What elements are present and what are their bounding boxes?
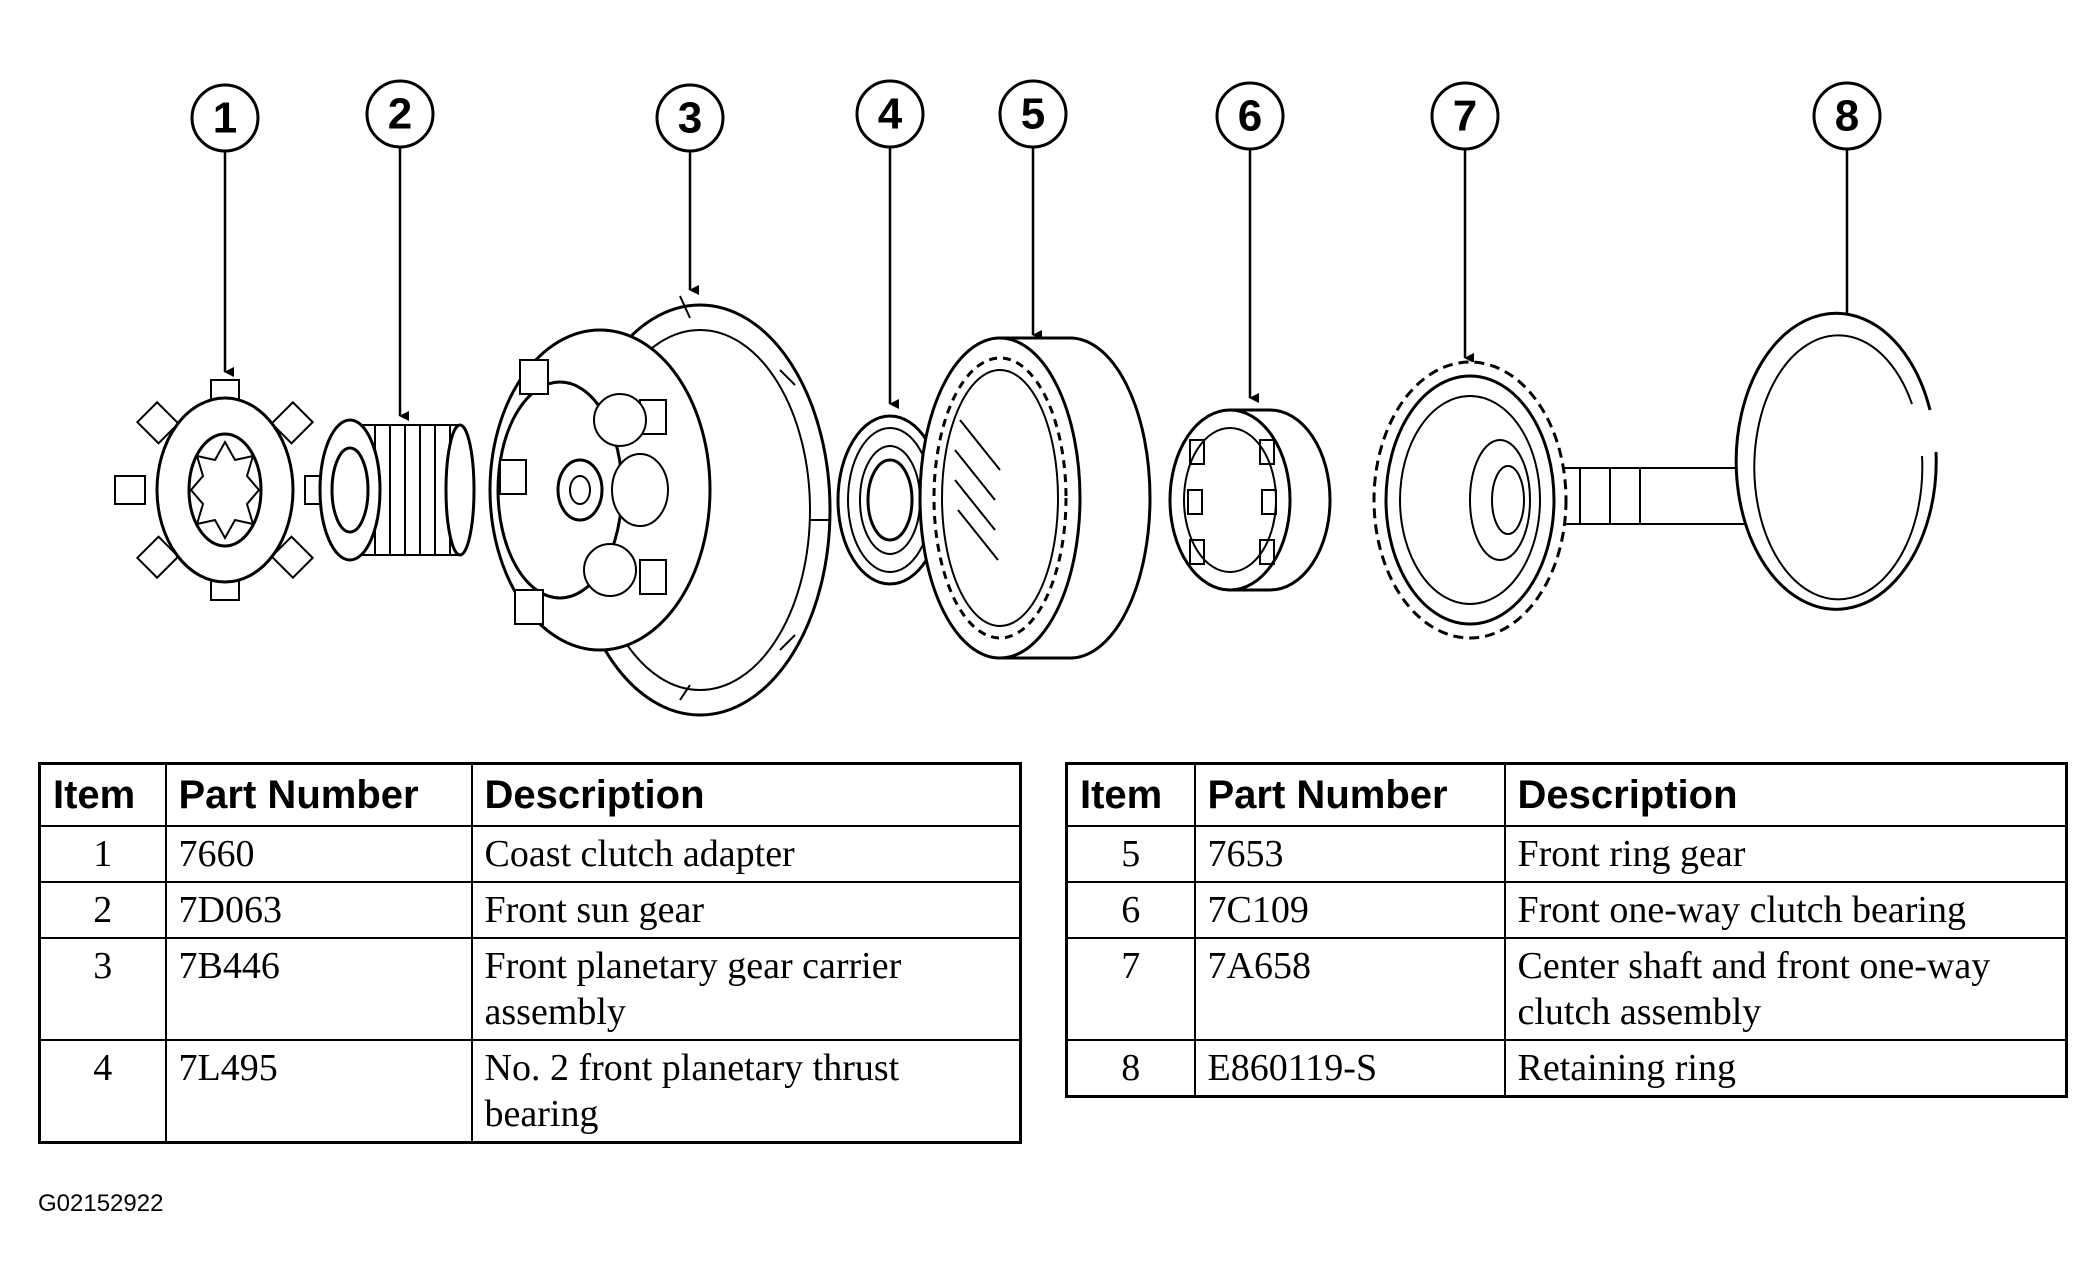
table-row: 8 E860119-S Retaining ring <box>1065 1039 2068 1098</box>
cell-item: 8 <box>1065 1039 1196 1098</box>
svg-text:3: 3 <box>678 94 702 143</box>
callout-8: 8 <box>1812 81 1882 151</box>
callout-5: 5 <box>998 79 1068 149</box>
front-planetary-gear-carrier-drawing <box>488 295 832 717</box>
cell-description: No. 2 front planetary thrust bearing <box>470 1039 1022 1144</box>
header-description: Description <box>1503 762 2068 827</box>
callout-3: 3 <box>655 83 725 153</box>
cell-part-number: E860119-S <box>1193 1039 1506 1098</box>
cell-item: 6 <box>1065 881 1196 939</box>
svg-text:1: 1 <box>213 94 237 143</box>
cell-description: Front one-way clutch bearing <box>1503 881 2068 939</box>
center-shaft-assembly-drawing <box>1372 360 1786 640</box>
cell-part-number: 7D063 <box>164 881 473 939</box>
header-part-number: Part Number <box>1193 762 1506 827</box>
header-item: Item <box>38 762 167 827</box>
svg-text:2: 2 <box>388 90 412 139</box>
cell-description: Front ring gear <box>1503 825 2068 883</box>
cell-item: 7 <box>1065 937 1196 1041</box>
one-way-clutch-bearing-drawing <box>1168 408 1332 592</box>
coast-clutch-adapter-drawing <box>114 379 336 601</box>
table-row: 5 7653 Front ring gear <box>1065 825 2068 883</box>
cell-description: Center shaft and front one-way clutch as… <box>1503 937 2068 1041</box>
cell-item: 2 <box>38 881 167 939</box>
callout-1: 1 <box>190 83 260 153</box>
svg-text:6: 6 <box>1238 92 1262 141</box>
header-description: Description <box>470 762 1022 827</box>
callout-7: 7 <box>1430 81 1500 151</box>
front-ring-gear-drawing <box>918 336 1152 660</box>
table-row: 1 7660 Coast clutch adapter <box>38 825 1022 883</box>
cell-description: Retaining ring <box>1503 1039 2068 1098</box>
header-part-number: Part Number <box>164 762 473 827</box>
cell-item: 4 <box>38 1039 167 1144</box>
cell-description: Front sun gear <box>470 881 1022 939</box>
svg-text:5: 5 <box>1021 90 1045 139</box>
table-header-row: Item Part Number Description <box>1065 762 2068 827</box>
table-header-row: Item Part Number Description <box>38 762 1022 827</box>
exploded-parts-diagram: 1 2 3 4 5 6 7 8 <box>114 79 1938 717</box>
table-row: 4 7L495 No. 2 front planetary thrust bea… <box>38 1039 1022 1144</box>
parts-table-left: Item Part Number Description 1 7660 Coas… <box>38 762 1022 1144</box>
cell-part-number: 7B446 <box>164 937 473 1041</box>
retaining-ring-drawing <box>1734 311 1938 611</box>
figure-code: G02152922 <box>38 1190 164 1217</box>
cell-part-number: 7660 <box>164 825 473 883</box>
table-row: 2 7D063 Front sun gear <box>38 881 1022 939</box>
parts-table-right: Item Part Number Description 5 7653 Fron… <box>1065 762 2068 1098</box>
table-row: 3 7B446 Front planetary gear carrier ass… <box>38 937 1022 1041</box>
svg-text:7: 7 <box>1453 92 1477 141</box>
front-sun-gear-drawing <box>318 418 476 562</box>
cell-part-number: 7C109 <box>1193 881 1506 939</box>
table-row: 7 7A658 Center shaft and front one-way c… <box>1065 937 2068 1041</box>
cell-description: Coast clutch adapter <box>470 825 1022 883</box>
callout-4: 4 <box>855 79 925 149</box>
cell-part-number: 7653 <box>1193 825 1506 883</box>
thrust-bearing-drawing <box>836 414 944 586</box>
cell-item: 5 <box>1065 825 1196 883</box>
svg-text:8: 8 <box>1835 92 1859 141</box>
cell-description: Front planetary gear carrier assembly <box>470 937 1022 1041</box>
cell-part-number: 7A658 <box>1193 937 1506 1041</box>
cell-item: 1 <box>38 825 167 883</box>
callout-2: 2 <box>365 79 435 149</box>
cell-item: 3 <box>38 937 167 1041</box>
table-row: 6 7C109 Front one-way clutch bearing <box>1065 881 2068 939</box>
header-item: Item <box>1065 762 1196 827</box>
callout-6: 6 <box>1215 81 1285 151</box>
leader-lines <box>223 146 1856 421</box>
cell-part-number: 7L495 <box>164 1039 473 1144</box>
svg-text:4: 4 <box>878 90 903 139</box>
